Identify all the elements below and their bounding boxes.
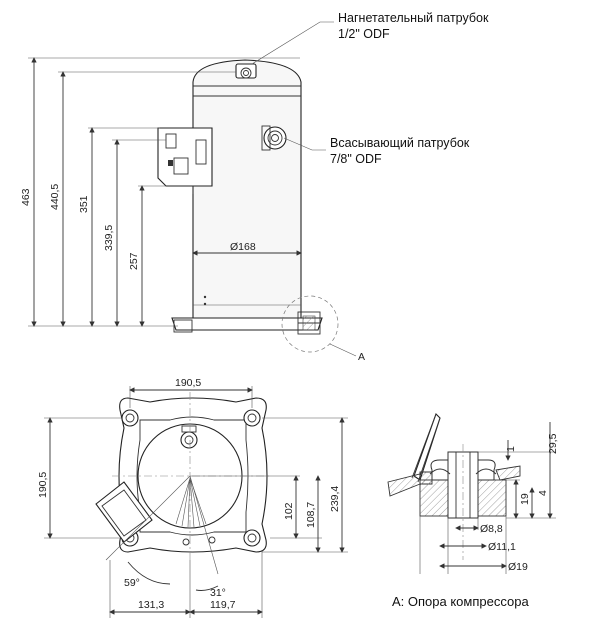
svg-text:257: 257 xyxy=(128,252,140,270)
discharge-callout-title: Нагнетательный патрубок xyxy=(338,11,489,25)
dim-top-width: 190,5 xyxy=(175,377,201,389)
detail-a-view: 29,5 4 19 1 Ø8,8 Ø11,1 Ø19 xyxy=(387,412,559,574)
dim-351: 351 xyxy=(78,127,95,327)
dim-102: 102 xyxy=(283,502,295,520)
dim-angle-31: 31° xyxy=(210,587,226,599)
suction-callout-size: 7/8" ODF xyxy=(330,152,382,166)
dim-339: 339,5 xyxy=(103,139,120,327)
compressor-shell xyxy=(192,59,302,319)
dim-440: 440,5 xyxy=(49,71,66,327)
dim-dia-19: Ø19 xyxy=(508,561,528,573)
suction-callout-title: Всасывающий патрубок xyxy=(330,136,470,150)
suction-fitting xyxy=(261,125,287,151)
dim-1: 1 xyxy=(505,446,517,452)
discharge-fitting xyxy=(235,63,257,79)
dim-right-height: 239,4 xyxy=(329,486,341,512)
dim-left-height: 190,5 xyxy=(37,472,49,498)
discharge-callout-size: 1/2" ODF xyxy=(338,27,390,41)
svg-text:339,5: 339,5 xyxy=(103,225,115,251)
top-view: 190,5 190,5 239,4 108,7 102 59° 31° 131,… xyxy=(37,377,348,618)
detail-a-circle xyxy=(281,295,339,353)
svg-text:351: 351 xyxy=(78,195,90,213)
dim-dia-11: Ø11,1 xyxy=(488,541,516,553)
dim-diameter: Ø168 xyxy=(230,241,256,253)
side-view: Ø168 A 463 440,5 xyxy=(20,21,365,363)
dim-angle-59: 59° xyxy=(124,577,140,589)
dim-bottom-right: 119,7 xyxy=(210,599,236,611)
detail-marker-label: A xyxy=(358,351,365,363)
svg-text:463: 463 xyxy=(20,188,32,206)
dim-bottom-left: 131,3 xyxy=(138,599,164,611)
dim-19: 19 xyxy=(519,493,531,505)
dim-463: 463 xyxy=(20,57,37,327)
top-fitting xyxy=(180,425,198,449)
dim-4: 4 xyxy=(537,490,549,496)
dim-dia-8: Ø8,8 xyxy=(480,523,503,535)
dim-257: 257 xyxy=(128,185,145,327)
terminal-box xyxy=(157,127,213,194)
dim-29: 29,5 xyxy=(547,433,559,454)
svg-text:440,5: 440,5 xyxy=(49,184,61,210)
dim-108: 108,7 xyxy=(305,502,317,528)
detail-caption: A: Опора компрессора xyxy=(392,594,529,609)
